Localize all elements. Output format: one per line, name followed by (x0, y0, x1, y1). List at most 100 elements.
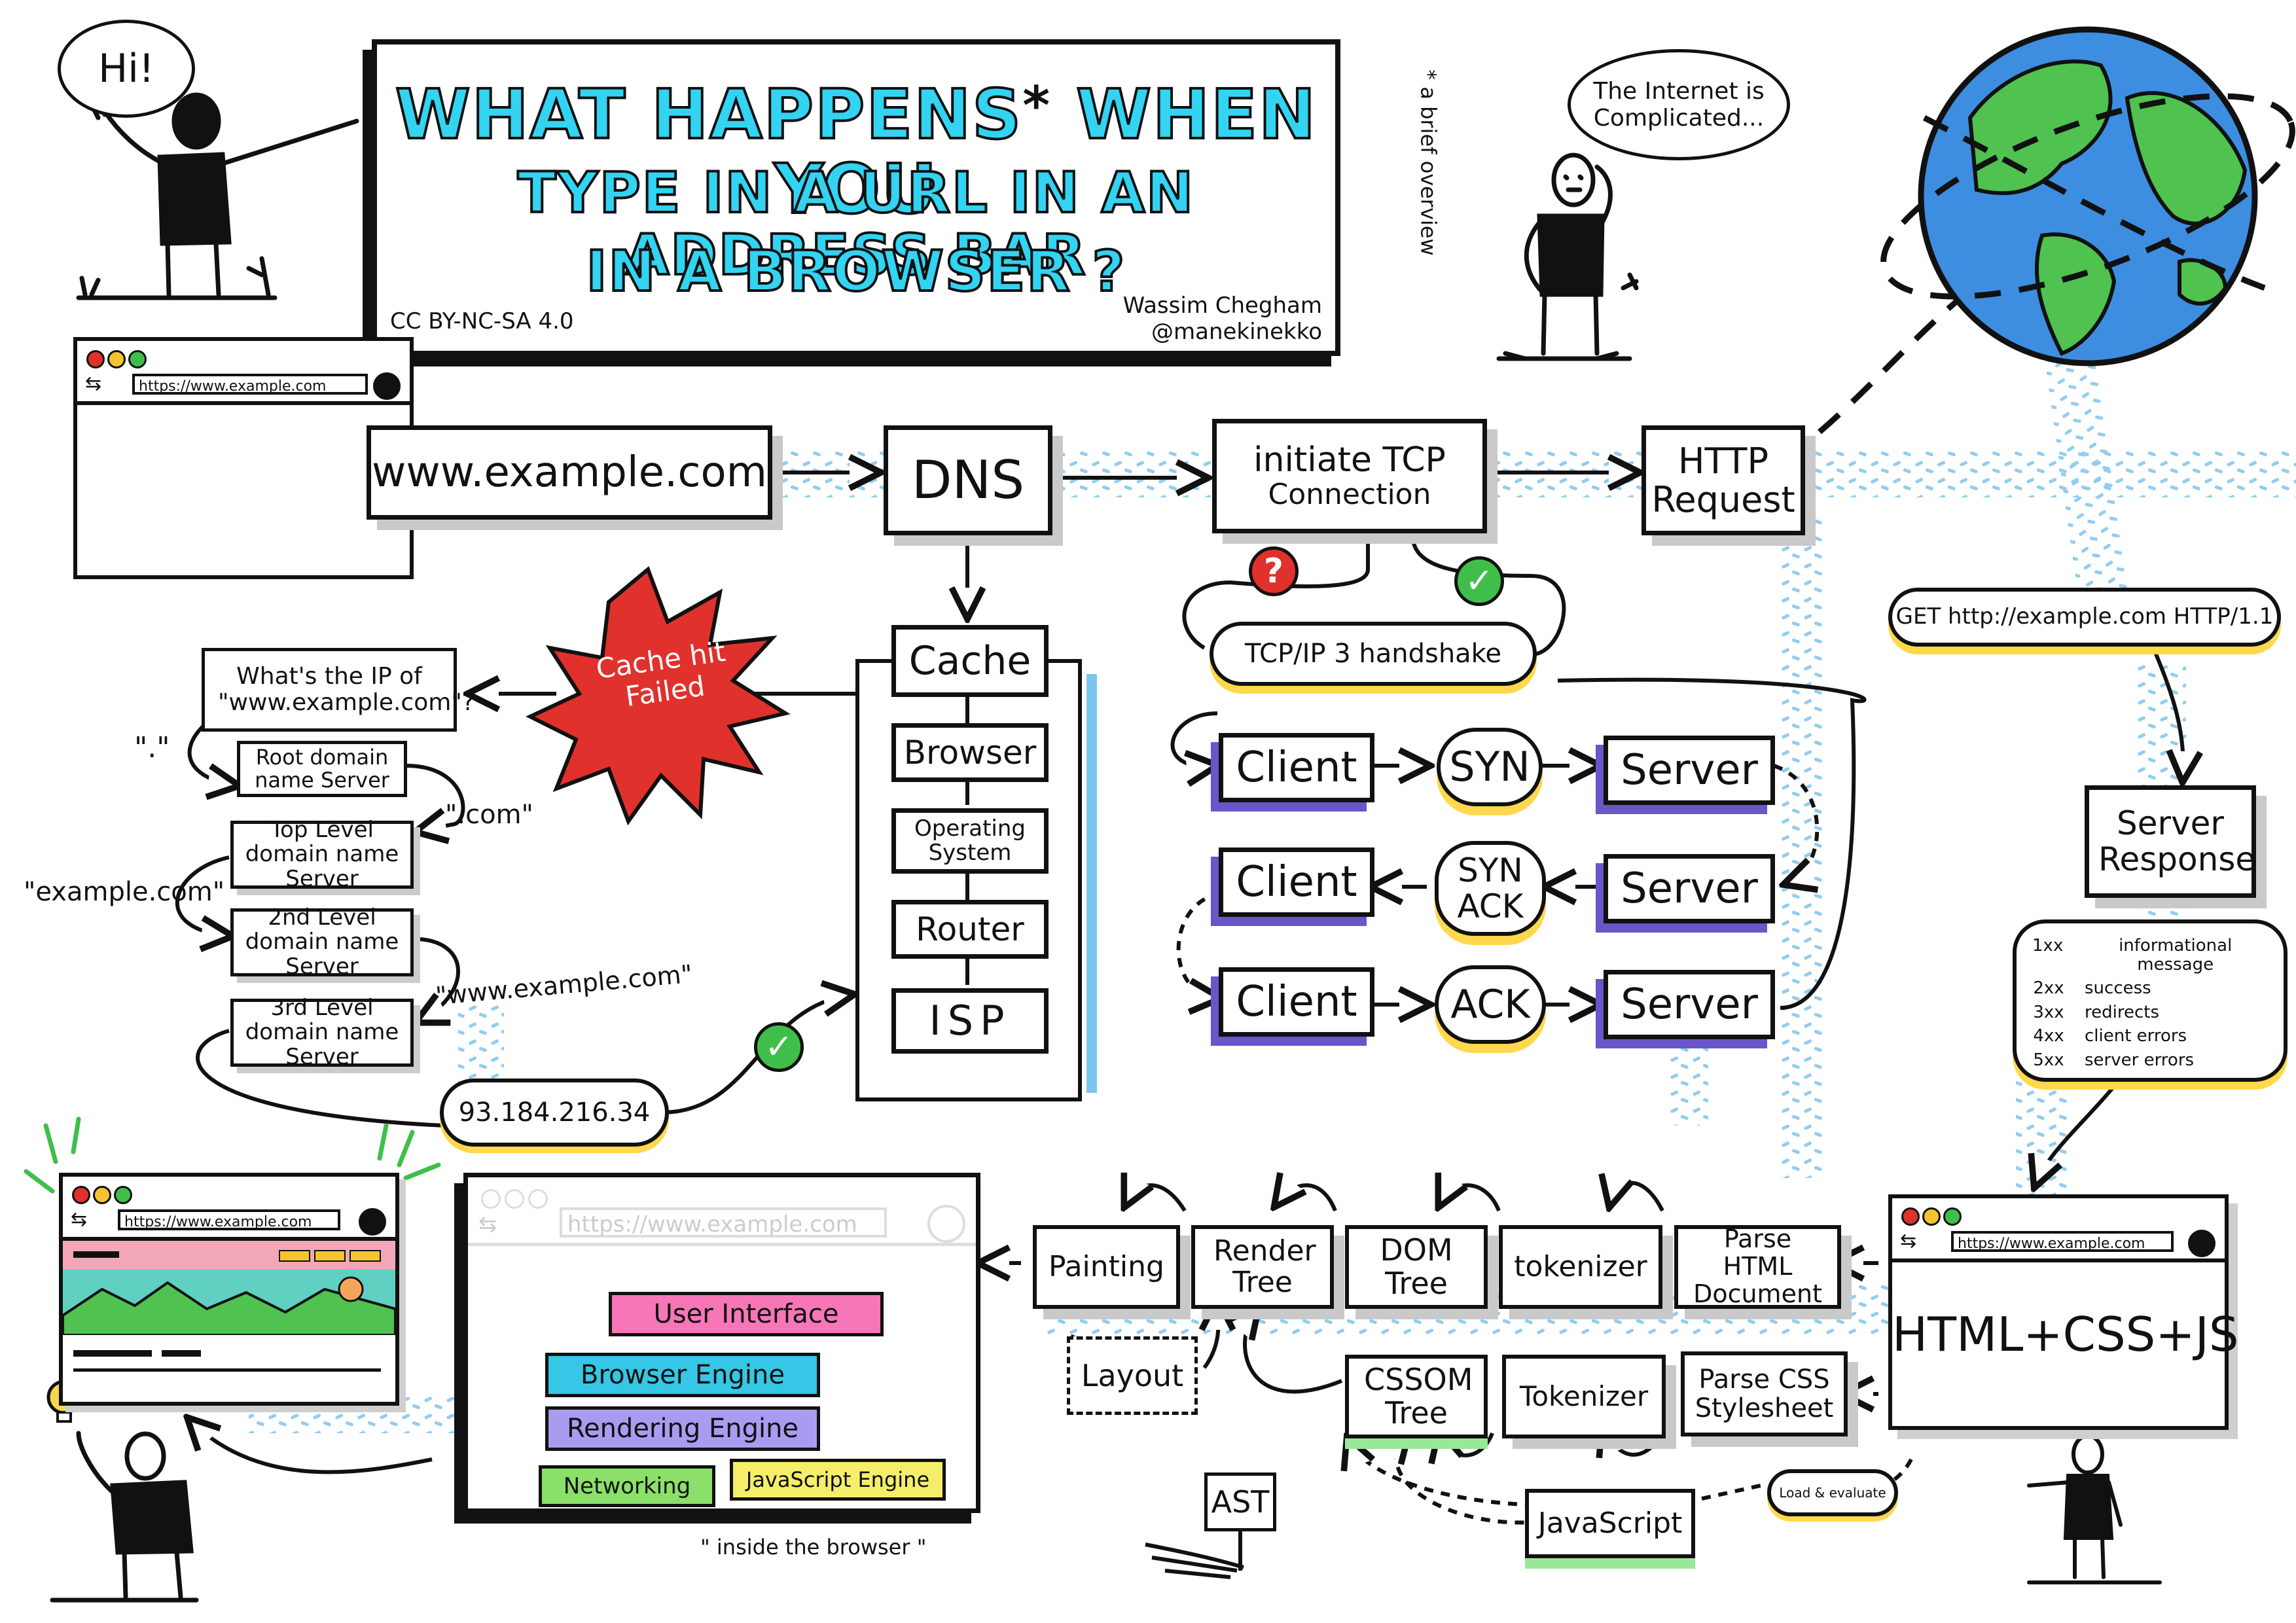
layout-box: Layout (1067, 1336, 1198, 1415)
globe-icon (1818, 26, 2295, 435)
trail-right-top (2043, 338, 2133, 618)
license-text: CC BY-NC-SA 4.0 (390, 308, 574, 334)
profile-icon[interactable] (373, 372, 401, 400)
dot-domain-label: "." (134, 731, 170, 764)
dns-question-box: What's the IP of "www.example.com"? (202, 648, 475, 732)
root-server-box: Root domain name Server (237, 741, 407, 797)
close-dot-icon[interactable] (86, 350, 105, 368)
minimize-dot-icon[interactable] (1922, 1207, 1941, 1226)
address-bar-url: https://www.example.com (139, 378, 327, 395)
back-forward-icon[interactable]: ⇆ (71, 1208, 88, 1231)
title-line-1: WHAT HAPPENS* WHEN YOU (394, 75, 1318, 230)
title-banner: WHAT HAPPENS* WHEN YOU TYPE IN A URL IN … (372, 39, 1340, 356)
question-badge-icon: ? (1249, 546, 1299, 596)
maximize-dot-icon[interactable] (1943, 1207, 1962, 1226)
parse-css-box: Parse CSS Stylesheet (1681, 1351, 1848, 1436)
close-dot-icon[interactable] (481, 1189, 501, 1209)
maximize-dot-icon[interactable] (128, 350, 147, 368)
profile-icon[interactable] (2188, 1230, 2215, 1257)
server-response-box: Server Response (2085, 785, 2256, 898)
http-line-2: Request (1651, 479, 1795, 520)
minimize-dot-icon[interactable] (107, 350, 126, 368)
pointing-figure (2027, 1434, 2162, 1584)
cache-box: Cache (891, 625, 1049, 697)
tcp-line-2: Connection (1268, 477, 1431, 511)
title-footnote: * a brief overview (1416, 69, 1441, 256)
title-asterisk: * (1022, 75, 1052, 136)
data-trails (249, 338, 2296, 1433)
client-box-synack: Client (1219, 847, 1374, 917)
http-request-box: HTTP Request (1641, 425, 1805, 535)
profile-icon[interactable] (927, 1205, 965, 1243)
tcp-line-1: initiate TCP (1253, 440, 1446, 480)
tld-server-box: Top Level domain name Server (230, 817, 414, 891)
client-box-ack: Client (1219, 967, 1374, 1037)
trail-globe-down (1780, 510, 1826, 1178)
server-box-synack: Server (1604, 854, 1775, 923)
maximize-dot-icon[interactable] (114, 1186, 132, 1204)
layer-browser-engine: Browser Engine (545, 1353, 820, 1397)
minimize-dot-icon[interactable] (505, 1189, 524, 1209)
profile-icon[interactable] (359, 1208, 386, 1236)
waving-figure (76, 92, 359, 300)
cache-layer-isp: ISP (891, 988, 1049, 1054)
author-name: Wassim Chegham (1122, 293, 1322, 319)
cache-layer-browser: Browser (891, 723, 1049, 782)
rendered-page-window: ⇆ https://www.example.com (59, 1173, 399, 1406)
javascript-box: JavaScript (1525, 1489, 1695, 1558)
title-line-2: TYPE IN A URL IN AN ADDRESS BAR (516, 160, 1195, 288)
cache-layer-os: Operating System (891, 808, 1049, 874)
address-bar[interactable]: https://www.example.com (560, 1207, 887, 1238)
address-bar[interactable]: https://www.example.com (1951, 1231, 2174, 1252)
nav-link[interactable] (350, 1250, 381, 1262)
dns-label: DNS (911, 450, 1025, 510)
internet-text: The Internet is Complicated... (1593, 78, 1765, 132)
browser-toolbar: ⇆ https://www.example.com (77, 341, 410, 405)
title-line-3: IN A BROWSER ? (585, 239, 1126, 304)
layer-user-interface: User Interface (609, 1292, 884, 1336)
close-dot-icon[interactable] (72, 1186, 90, 1204)
tokenizer-css-box: Tokenizer (1502, 1355, 1666, 1438)
cache-label: Cache (908, 638, 1031, 684)
idea-figure (50, 1431, 199, 1603)
url-input-box[interactable]: www.example.com (367, 425, 772, 520)
minimize-dot-icon[interactable] (93, 1186, 111, 1204)
inside-browser-toolbar: ⇆ https://www.example.com (468, 1177, 976, 1246)
ack-cloud: ACK (1435, 965, 1546, 1044)
painting-box: Painting (1033, 1225, 1180, 1309)
browser-window: ⇆ https://www.example.com (73, 337, 414, 579)
tcp-connection-box: initiate TCP Connection (1212, 419, 1487, 533)
back-forward-icon[interactable]: ⇆ (85, 372, 102, 395)
hero-landscape-image (63, 1270, 395, 1335)
back-forward-icon[interactable]: ⇆ (478, 1211, 497, 1238)
thinking-figure (1496, 152, 1639, 361)
maximize-dot-icon[interactable] (528, 1189, 548, 1209)
dns-box: DNS (884, 425, 1052, 535)
address-bar[interactable]: https://www.example.com (118, 1209, 340, 1230)
third-level-server-box: 3rd Level domain name Server (230, 995, 414, 1069)
resolved-check-icon: ✓ (754, 1022, 804, 1072)
back-forward-icon[interactable]: ⇆ (1900, 1230, 1917, 1253)
flow-arrows (175, 473, 2183, 1525)
nav-link[interactable] (279, 1250, 310, 1262)
get-request-cloud: GET http://example.com HTTP/1.1 (1888, 588, 2281, 647)
page-text-lines (63, 1335, 395, 1383)
close-dot-icon[interactable] (1901, 1207, 1920, 1226)
com-domain-label: ".com" (445, 800, 533, 830)
nav-link[interactable] (314, 1250, 346, 1262)
address-bar[interactable]: https://www.example.com (132, 374, 368, 395)
hi-speech-bubble: Hi! (58, 20, 195, 118)
second-level-server-box: 2nd Level domain name Server (230, 905, 414, 978)
layer-networking: Networking (539, 1465, 715, 1507)
client-box-syn: Client (1219, 733, 1374, 802)
server-box-syn: Server (1604, 736, 1775, 805)
handshake-cloud: TCP/IP 3 handshake (1210, 622, 1537, 686)
url-input-text: www.example.com (372, 448, 767, 497)
response-browser-toolbar: ⇆ https://www.example.com (1892, 1198, 2225, 1262)
